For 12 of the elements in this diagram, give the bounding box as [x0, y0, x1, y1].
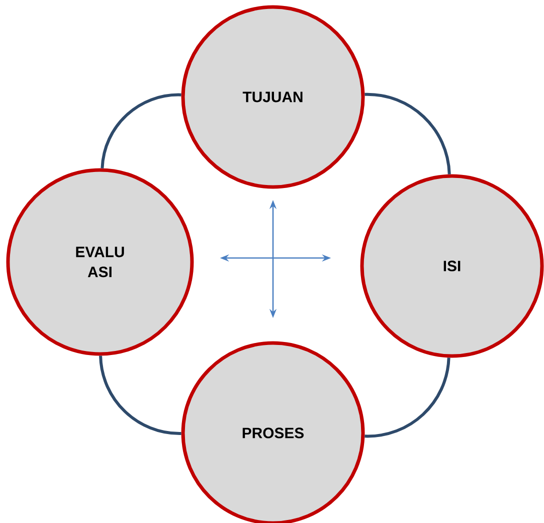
ring-arc: [364, 358, 450, 438]
node-label: PROSES: [242, 428, 304, 438]
circle-node: [181, 341, 365, 523]
ring-arc: [364, 92, 451, 174]
node-label: ISI: [444, 260, 460, 272]
ring-arc: [99, 356, 182, 436]
node-label: EVALU ASI: [76, 246, 124, 278]
node-label: TUJUAN: [242, 92, 302, 102]
circle-node: [6, 168, 194, 356]
ring-arc: [100, 93, 182, 168]
circle-node: [181, 5, 365, 189]
circle-node: [360, 174, 544, 358]
